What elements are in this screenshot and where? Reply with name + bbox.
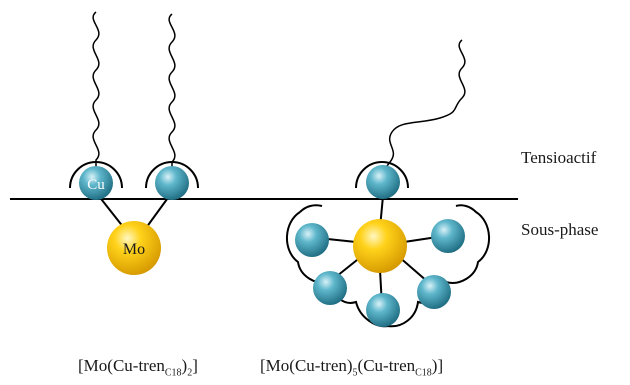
copper-sphere-right-lower-left [313,271,347,305]
caption-left-open: [Mo(Cu-tren [78,356,165,375]
copper-sphere-right-top [366,165,400,199]
caption-right-mid: (Cu-tren [357,356,416,375]
caption-left-sub2: 2 [187,367,193,379]
tren-cap-left-1 [69,161,123,189]
caption-left-sub1: C18 [164,367,182,379]
copper-sphere-left-2 [155,166,189,200]
caption-right-open: [Mo(Cu-tren) [260,356,353,375]
molybdenum-sphere-right [353,219,407,273]
molybdenum-label: Mo [123,241,145,258]
copper-sphere-right-bottom [366,293,400,327]
tren-cap-left-2 [145,161,199,189]
copper-sphere-right-left [295,223,329,257]
bond-right-lower-right [397,255,429,283]
bond-left-1 [97,194,125,229]
alkyl-chain-left-1 [92,11,100,170]
sous-phase-label: Sous-phase [521,220,599,239]
bond-left-2 [145,194,171,229]
copper-sphere-right-right [431,219,465,253]
caption-right: [Mo(Cu-tren)5(Cu-trenC18)] [260,356,443,378]
molybdenum-sphere-left [107,221,161,275]
alkyl-chain-right [383,39,466,171]
tren-cap-right-top [355,161,409,189]
copper-sphere-right-lower-right [417,275,451,309]
tren-cap-right-bottom-left [299,204,323,213]
caption-right-sub1: 5 [352,367,358,379]
tren-cap-right-bottom [285,204,491,328]
alkyl-chain-left-2 [168,13,176,170]
caption-right-sub2: C18 [415,367,432,379]
caption-right-close: )] [431,356,444,375]
tensioactif-label: Tensioactif [521,148,597,167]
copper-label: Cu [87,177,105,193]
caption-left-mid: ) [181,356,188,375]
copper-sphere-left-1 [79,166,113,200]
caption-left: [Mo(Cu-trenC18)2] [78,356,198,378]
caption-left-close: ] [192,356,198,375]
